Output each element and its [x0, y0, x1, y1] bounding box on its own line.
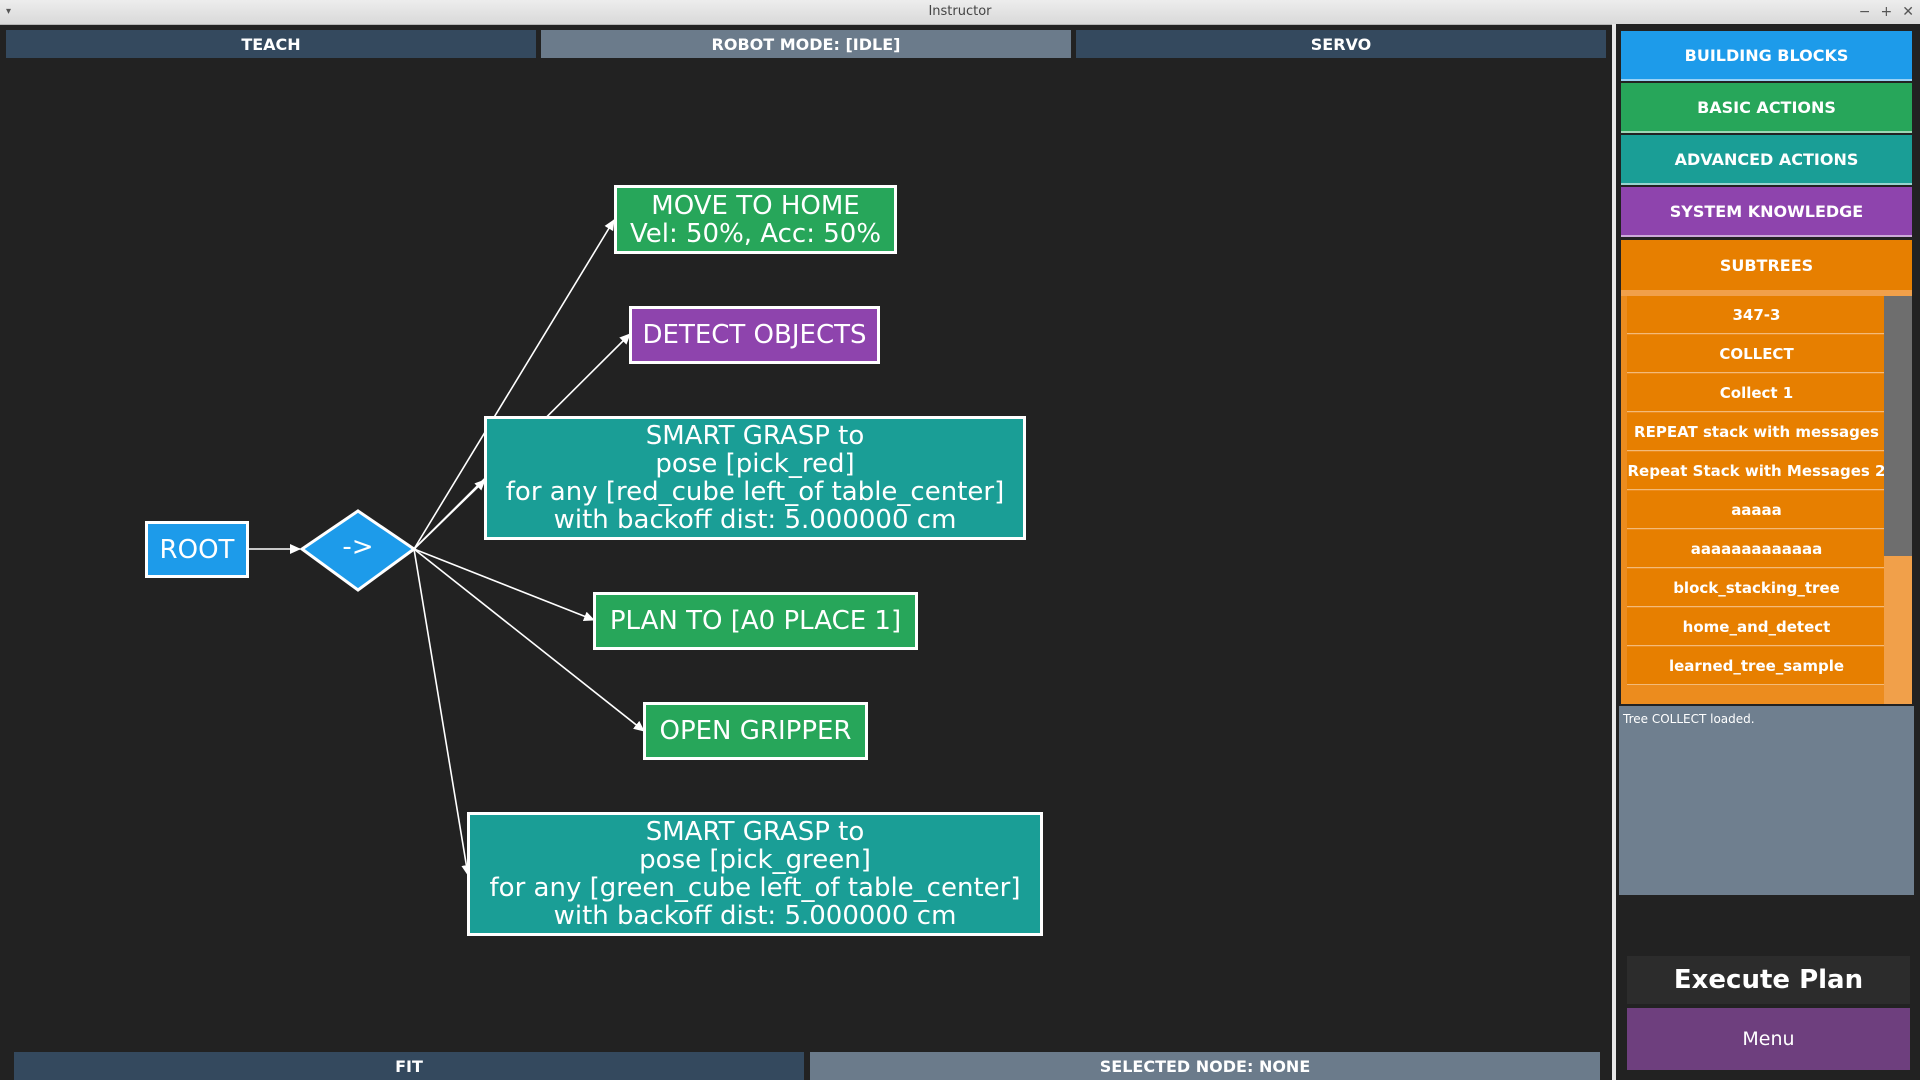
edge-seq-plan-to — [413, 548, 595, 621]
subtree-item[interactable]: REPEAT stack with messages — [1627, 413, 1886, 450]
window-controls: − + ✕ — [1859, 0, 1914, 24]
node-line: for any [green_cube left_of table_center… — [489, 873, 1021, 903]
subtree-label: block_stacking_tree — [1673, 578, 1840, 597]
window-menu-icon[interactable]: ▾ — [6, 6, 12, 17]
open-gripper-node[interactable]: OPEN GRIPPER — [643, 702, 868, 760]
status-message: Tree COLLECT loaded. — [1623, 712, 1755, 726]
subtree-item[interactable]: Repeat Stack with Messages 2 — [1627, 452, 1886, 489]
node-line: with backoff dist: 5.000000 cm — [553, 505, 957, 535]
edge-seq-open-gripper — [413, 548, 645, 732]
teach-label: TEACH — [241, 34, 301, 54]
sequence-node-label: -> — [342, 532, 374, 562]
subtree-item[interactable]: Collect 1 — [1627, 374, 1886, 411]
node-line: SMART GRASP to — [645, 421, 865, 451]
window-title: Instructor — [928, 4, 992, 19]
menu-button[interactable]: Menu — [1627, 1008, 1910, 1070]
subtrees-button[interactable]: SUBTREES — [1621, 240, 1912, 296]
robot-mode-label: ROBOT MODE: [IDLE] — [711, 34, 901, 54]
subtree-item[interactable]: block_stacking_tree — [1627, 569, 1886, 606]
subtree-label: Repeat Stack with Messages 2 — [1627, 461, 1886, 480]
advanced-actions-button[interactable]: ADVANCED ACTIONS — [1621, 135, 1912, 185]
smart-grasp-green-node[interactable]: SMART GRASP to pose [pick_green] for any… — [467, 812, 1043, 936]
move-to-home-node[interactable]: MOVE TO HOME Vel: 50%, Acc: 50% — [614, 185, 897, 254]
subtree-item[interactable]: aaaaaaaaaaaaa — [1627, 530, 1886, 567]
basic-actions-button[interactable]: BASIC ACTIONS — [1621, 83, 1912, 133]
close-icon[interactable]: ✕ — [1902, 4, 1914, 20]
fit-label: FIT — [395, 1056, 423, 1076]
execute-plan-label: Execute Plan — [1673, 965, 1864, 995]
fit-button[interactable]: FIT — [14, 1052, 804, 1080]
node-line: MOVE TO HOME — [651, 190, 860, 221]
window-titlebar: ▾ Instructor − + ✕ — [0, 0, 1920, 25]
node-line: for any [red_cube left_of table_center] — [505, 477, 1005, 507]
root-node-label: ROOT — [159, 534, 235, 565]
building-blocks-label: BUILDING BLOCKS — [1684, 45, 1849, 65]
selected-node-label: SELECTED NODE: NONE — [1099, 1056, 1311, 1076]
system-knowledge-label: SYSTEM KNOWLEDGE — [1669, 201, 1864, 221]
robot-mode-button[interactable]: ROBOT MODE: [IDLE] — [541, 30, 1071, 58]
node-line: DETECT OBJECTS — [642, 320, 867, 350]
sequence-node-shape — [299, 509, 417, 592]
subtree-item[interactable]: 347-3 — [1627, 296, 1886, 333]
edge-seq-move-home — [413, 219, 615, 550]
subtree-item[interactable]: aaaaa — [1627, 491, 1886, 528]
execute-plan-button[interactable]: Execute Plan — [1627, 956, 1910, 1004]
servo-label: SERVO — [1310, 34, 1372, 54]
node-line: Vel: 50%, Acc: 50% — [629, 218, 882, 249]
subtree-label: COLLECT — [1719, 344, 1794, 363]
subtree-label: home_and_detect — [1682, 617, 1831, 636]
node-line: pose [pick_red] — [655, 449, 855, 479]
subtree-scrollbar-thumb[interactable] — [1884, 296, 1912, 556]
system-knowledge-button[interactable]: SYSTEM KNOWLEDGE — [1621, 187, 1912, 237]
servo-button[interactable]: SERVO — [1076, 30, 1606, 58]
subtree-label: REPEAT stack with messages — [1634, 422, 1879, 441]
node-line: OPEN GRIPPER — [659, 716, 852, 746]
detect-objects-node[interactable]: DETECT OBJECTS — [629, 306, 880, 364]
node-line: pose [pick_green] — [639, 845, 871, 875]
subtree-list[interactable]: 347-3 COLLECT Collect 1 REPEAT stack wit… — [1621, 296, 1912, 704]
subtree-label: aaaaa — [1731, 500, 1782, 519]
node-line: with backoff dist: 5.000000 cm — [553, 901, 957, 931]
plan-to-node[interactable]: PLAN TO [A0 PLACE 1] — [593, 592, 918, 650]
node-line: SMART GRASP to — [645, 817, 865, 847]
sequence-node[interactable]: -> — [322, 532, 394, 562]
node-line: PLAN TO [A0 PLACE 1] — [609, 606, 902, 636]
edge-seq-grasp-red — [413, 479, 486, 550]
subtree-item[interactable]: learned_tree_sample — [1627, 647, 1886, 684]
subtree-item[interactable]: COLLECT — [1627, 335, 1886, 372]
maximize-icon[interactable]: + — [1880, 4, 1893, 20]
root-node[interactable]: ROOT — [145, 521, 249, 578]
subtree-item[interactable]: home_and_detect — [1627, 608, 1886, 645]
building-blocks-button[interactable]: BUILDING BLOCKS — [1621, 31, 1912, 81]
basic-actions-label: BASIC ACTIONS — [1697, 97, 1836, 117]
panel-divider[interactable] — [1612, 24, 1616, 1080]
status-log: Tree COLLECT loaded. — [1619, 706, 1914, 895]
subtree-label: learned_tree_sample — [1668, 656, 1845, 675]
advanced-actions-label: ADVANCED ACTIONS — [1674, 149, 1859, 169]
smart-grasp-red-node[interactable]: SMART GRASP to pose [pick_red] for any [… — [484, 416, 1026, 540]
subtree-label: aaaaaaaaaaaaa — [1690, 539, 1823, 558]
subtrees-label: SUBTREES — [1719, 255, 1814, 275]
edge-seq-grasp-green — [413, 548, 472, 876]
menu-label: Menu — [1742, 1028, 1795, 1050]
minimize-icon[interactable]: − — [1858, 4, 1871, 20]
subtree-label: Collect 1 — [1719, 383, 1794, 402]
teach-button[interactable]: TEACH — [6, 30, 536, 58]
subtree-label: 347-3 — [1732, 305, 1781, 324]
selected-node-indicator: SELECTED NODE: NONE — [810, 1052, 1600, 1080]
